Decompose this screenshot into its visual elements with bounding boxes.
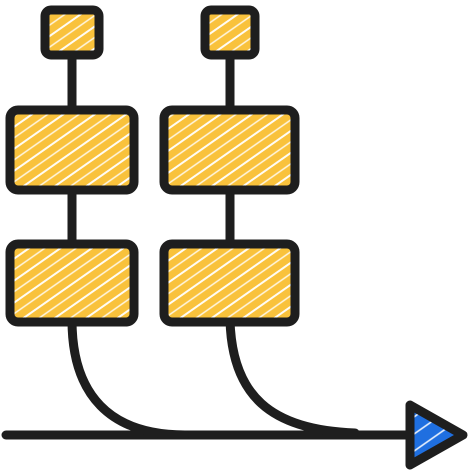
right-large-node-top [159, 105, 300, 195]
right-curve-connector [225, 315, 360, 438]
left-large-node-bottom [5, 239, 139, 327]
play-arrow-icon [405, 400, 468, 470]
right-large-node-bottom [159, 239, 300, 327]
left-small-node [40, 5, 104, 60]
left-branch [5, 5, 190, 440]
right-branch [159, 5, 360, 438]
left-curve-connector [67, 315, 190, 440]
right-small-node [200, 5, 260, 60]
left-large-node-top [5, 105, 139, 195]
